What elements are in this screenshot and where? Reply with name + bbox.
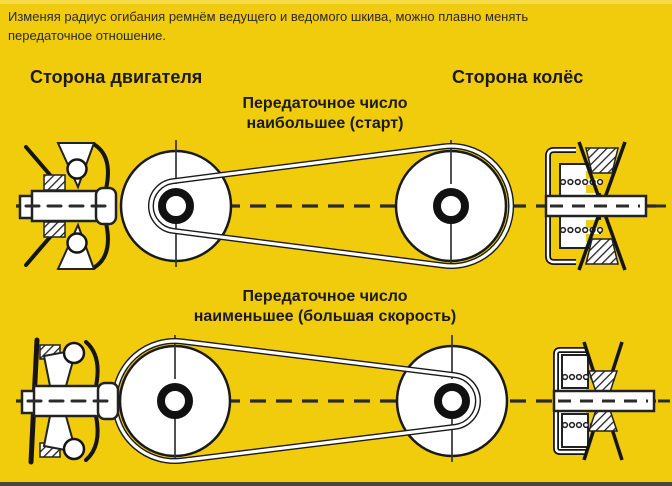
- bottom-edge-strip: [0, 482, 672, 486]
- flyweight-roller: [66, 232, 88, 254]
- belt-cross-section-hatch: [43, 174, 66, 191]
- drive-belt: [111, 338, 481, 464]
- caption-gear-ratio-min: Передаточное число наименьшее (большая с…: [140, 287, 510, 327]
- belt-cross-section-hatch: [585, 238, 619, 265]
- flyweight-roller: [62, 437, 86, 461]
- driving-pulley-front-view: [118, 335, 232, 467]
- caption-speed-line-1: Передаточное число: [242, 288, 408, 305]
- wheel-variator-side-view: [552, 341, 670, 461]
- belt-cross-section-hatch: [585, 147, 619, 174]
- driven-pulley-hub: [433, 188, 469, 224]
- wheel-side-header: Сторона колёс: [452, 67, 584, 87]
- belt-cross-section-hatch: [587, 409, 619, 432]
- driving-pulley-hub: [158, 188, 194, 224]
- driving-pulley-hub: [157, 383, 193, 419]
- caption-start-line-1: Передаточное число: [242, 95, 408, 112]
- flyweight-roller: [66, 158, 88, 180]
- wheel-variator-side-view: [544, 141, 666, 271]
- flyweight-roller: [62, 341, 86, 365]
- intro-line-2: передаточное отношение.: [8, 28, 166, 43]
- drive-belt: [147, 143, 515, 269]
- driven-pulley-front-view: [395, 335, 509, 467]
- engine-variator-side-view: [18, 142, 118, 270]
- caption-speed-line-2: наименьшее (большая скорость): [193, 308, 457, 325]
- caption-gear-ratio-max: Передаточное число наибольшее (старт): [140, 94, 510, 134]
- driving-pulley-front-view: [119, 140, 233, 272]
- intro-text: Изменяя радиус огибания ремнём ведущего …: [8, 7, 668, 45]
- diagram-speed-ratio: [16, 335, 670, 467]
- diagram-start-ratio: [16, 140, 666, 272]
- spring-coils: [559, 178, 604, 234]
- engine-side-header: Сторона двигателя: [30, 67, 203, 87]
- intro-line-1: Изменяя радиус огибания ремнём ведущего …: [8, 9, 529, 24]
- driven-pulley-hub: [434, 383, 470, 419]
- belt-cross-section-hatch: [587, 370, 619, 393]
- top-edge-strip: [0, 0, 672, 4]
- engine-variator-side-view: [20, 337, 120, 465]
- caption-start-line-2: наибольшее (старт): [246, 115, 404, 132]
- driven-pulley-front-view: [394, 140, 508, 272]
- belt-cross-section-hatch: [43, 221, 66, 238]
